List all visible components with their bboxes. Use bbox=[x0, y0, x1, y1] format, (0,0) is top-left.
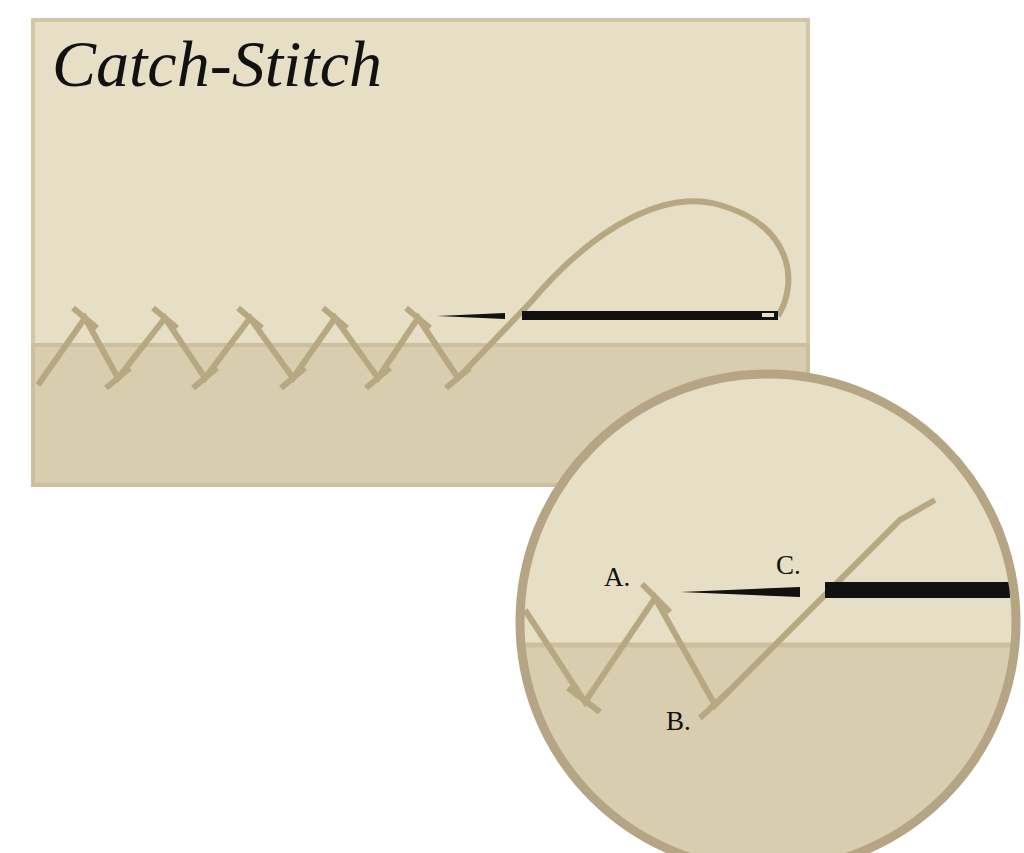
stitch-cross bbox=[323, 308, 347, 328]
point-label: C. bbox=[776, 550, 801, 581]
stitch-thread bbox=[38, 201, 788, 385]
stitch-cross bbox=[106, 368, 130, 388]
zoom-circle bbox=[520, 374, 1016, 853]
stitch-cross bbox=[153, 308, 177, 328]
point-label: A. bbox=[604, 562, 630, 593]
needle bbox=[437, 311, 778, 320]
stitch-cross bbox=[446, 368, 470, 388]
stitch-cross bbox=[281, 368, 305, 388]
stitch-cross bbox=[238, 308, 262, 328]
stitch-cross bbox=[406, 308, 430, 328]
stitch-cross bbox=[73, 308, 97, 328]
stitch-cross bbox=[366, 368, 390, 388]
diagram-title: Catch-Stitch bbox=[52, 26, 382, 102]
stitch-crosses bbox=[73, 308, 470, 388]
point-label: B. bbox=[666, 706, 691, 737]
stitch-cross bbox=[193, 368, 217, 388]
